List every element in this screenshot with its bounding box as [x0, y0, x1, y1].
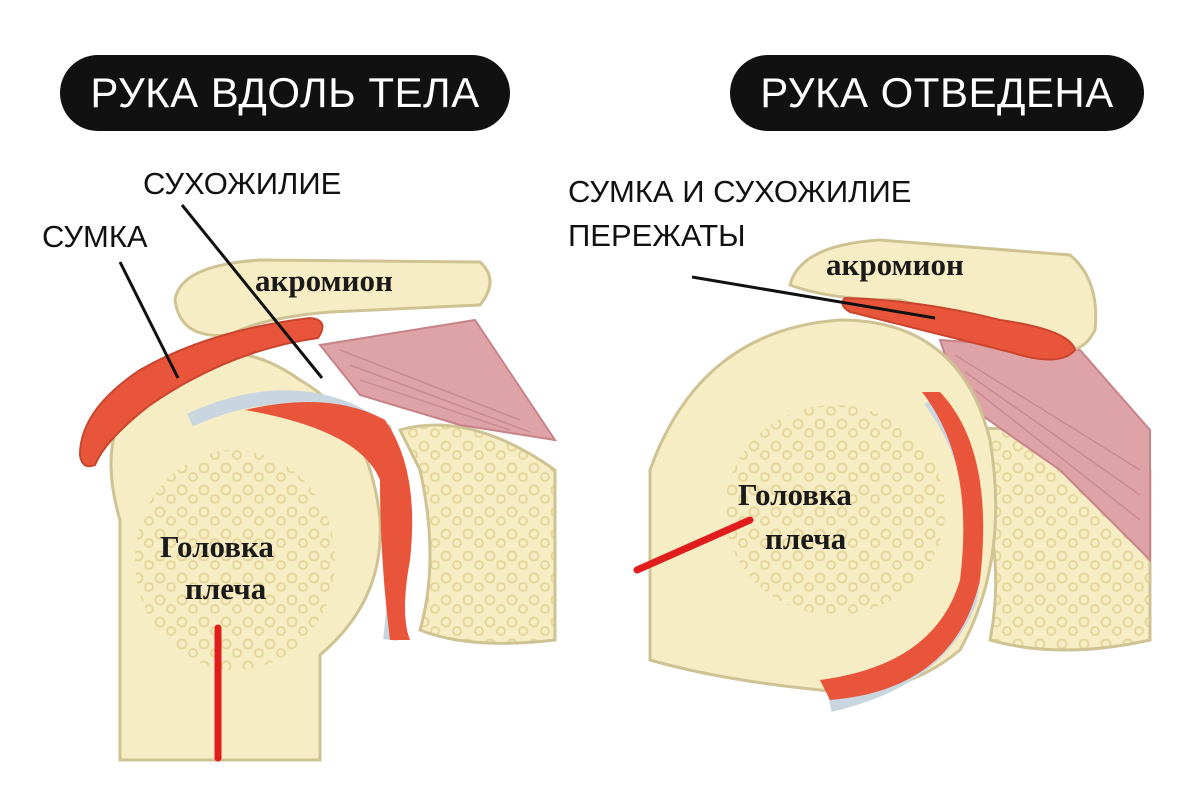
left-acromion: [173, 258, 492, 338]
left-humeral-spongy-bone: [135, 450, 335, 670]
right-panel-title: РУКА ОТВЕДЕНА: [730, 55, 1144, 131]
left-scapula: [397, 423, 557, 645]
right-humeral-head-label-1: Головка: [738, 477, 852, 512]
left-humeral-head-label-2: плеча: [185, 571, 267, 606]
right-tendon-red: [820, 392, 984, 700]
left-tendon-callout: СУХОЖИЛИЕ: [143, 166, 342, 201]
right-humeral-head-label-2: плеча: [765, 521, 847, 556]
left-tendon-red: [245, 402, 413, 640]
right-compressed-leader: [691, 275, 936, 320]
left-panel-title: РУКА ВДОЛЬ ТЕЛА: [60, 55, 510, 131]
right-panel-illustration: [633, 238, 1152, 712]
left-bursa-callout: СУМКА: [42, 219, 148, 254]
right-compressed-callout-line1: СУМКА И СУХОЖИЛИЕ: [568, 174, 912, 209]
left-acromion-label: акромион: [255, 263, 393, 298]
left-bursa-leader: [118, 261, 180, 379]
right-compressed-callout-line2: ПЕРЕЖАТЫ: [568, 218, 746, 253]
right-axis-marker: [633, 516, 754, 574]
left-panel-illustration: [78, 204, 558, 762]
left-tendon-leader: [180, 204, 324, 379]
left-bursa: [78, 316, 324, 468]
left-humeral-head-label-1: Головка: [160, 529, 274, 564]
right-acromion-label: акромион: [826, 247, 964, 282]
right-humeral-spongy-bone: [725, 405, 945, 615]
